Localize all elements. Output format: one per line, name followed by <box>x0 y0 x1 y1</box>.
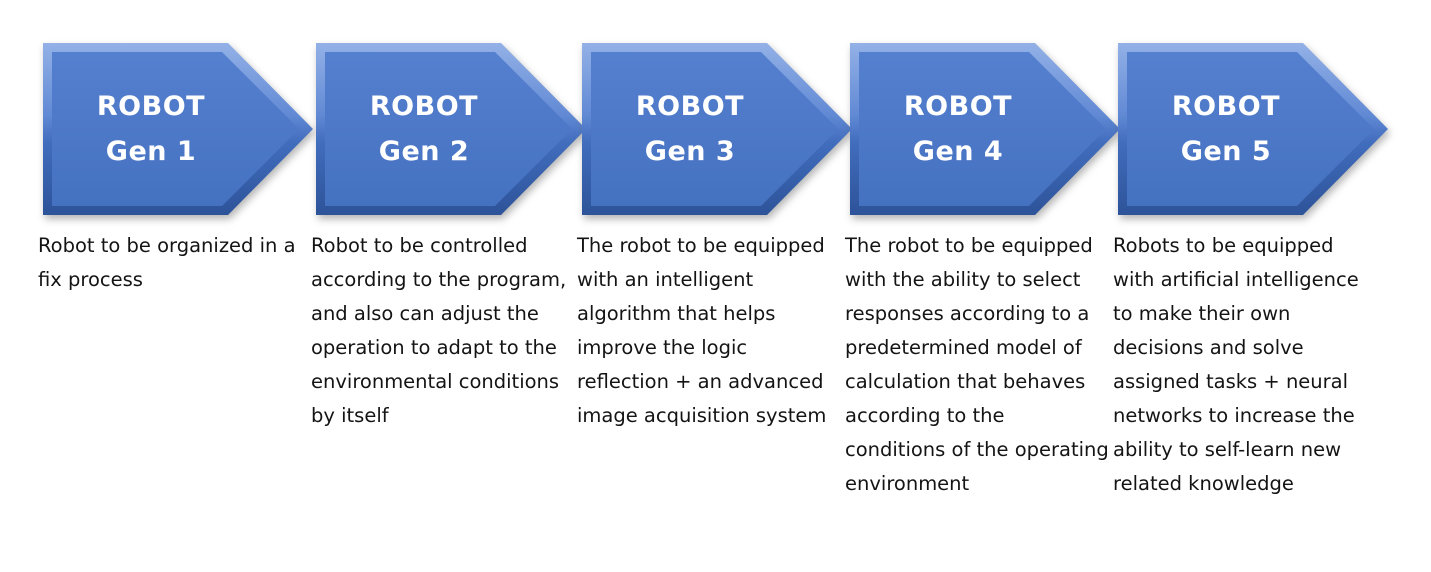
process-stage-gen-2: ROBOT Gen 2 Robot to be controlled accor… <box>311 43 586 427</box>
arrow-graphic <box>43 43 313 215</box>
arrow-shape-gen-3: ROBOT Gen 3 <box>582 43 852 215</box>
process-stage-gen-3: ROBOT Gen 3 The robot to be equipped wit… <box>577 43 852 427</box>
arrow-graphic <box>582 43 852 215</box>
arrow-shape-gen-5: ROBOT Gen 5 <box>1118 43 1388 215</box>
arrow-graphic <box>1118 43 1388 215</box>
stage-description: The robot to be equipped with an intelli… <box>577 234 827 427</box>
process-stage-gen-4: ROBOT Gen 4 The robot to be equipped wit… <box>845 43 1120 495</box>
process-stage-gen-5: ROBOT Gen 5 Robots to be equipped with a… <box>1113 43 1388 495</box>
stage-description: Robots to be equipped with artificial in… <box>1113 234 1359 495</box>
arrow-graphic <box>316 43 586 215</box>
arrow-shape-gen-2: ROBOT Gen 2 <box>316 43 586 215</box>
stage-description: The robot to be equipped with the abilit… <box>845 234 1109 495</box>
stage-description: Robot to be organized in a fix process <box>38 234 296 291</box>
stage-description: Robot to be controlled according to the … <box>311 234 567 427</box>
arrow-shape-gen-4: ROBOT Gen 4 <box>850 43 1120 215</box>
process-stage-gen-1: ROBOT Gen 1 Robot to be organized in a f… <box>38 43 313 291</box>
arrow-graphic <box>850 43 1120 215</box>
arrow-shape-gen-1: ROBOT Gen 1 <box>43 43 313 215</box>
